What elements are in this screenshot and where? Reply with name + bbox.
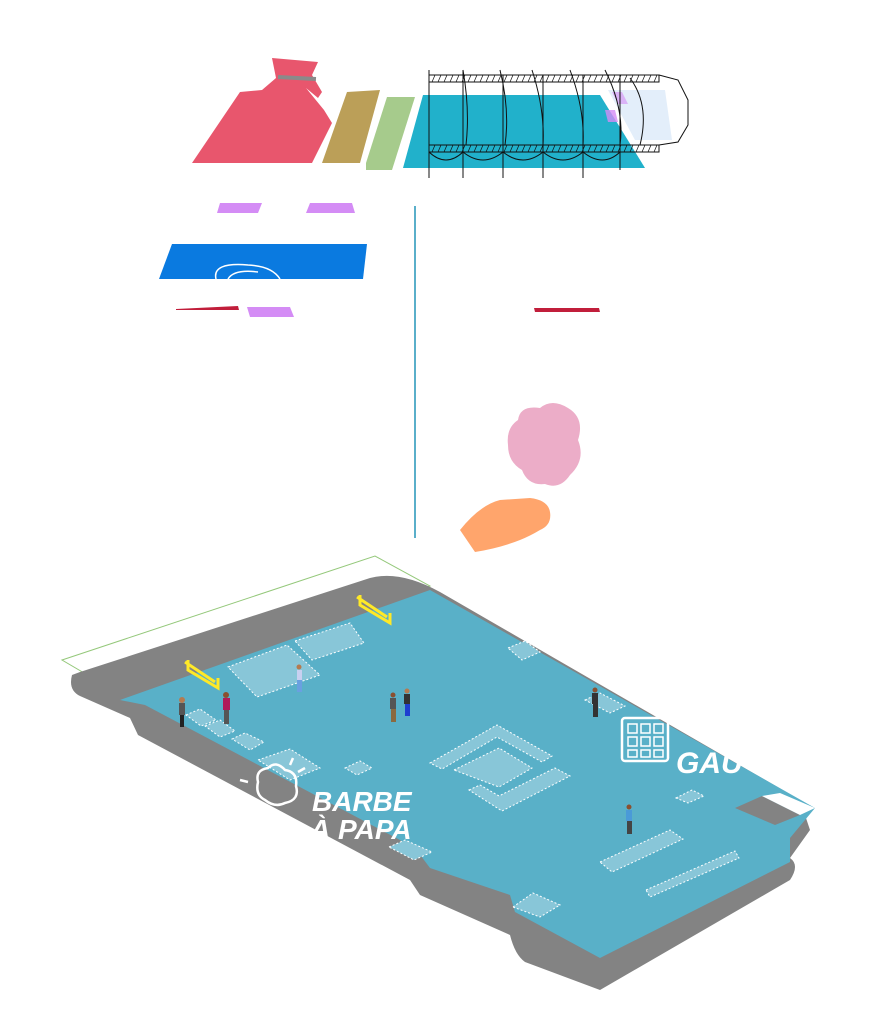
top-diagram [192, 58, 689, 178]
floor-ramp [762, 793, 815, 815]
divider-line [414, 206, 416, 538]
cotton-candy-icon [239, 757, 306, 807]
red-bar [176, 306, 239, 310]
floor-tiles [184, 622, 740, 918]
teal-zone [403, 95, 645, 168]
tile [227, 644, 321, 698]
floor-map: GAU BARBE À PAPA [60, 555, 815, 990]
person [223, 692, 230, 724]
tile [184, 708, 218, 727]
floor-grate [735, 796, 800, 825]
middle-diagram [159, 203, 600, 538]
court-marking [214, 263, 281, 280]
person [404, 688, 410, 716]
pink-zone-band [277, 75, 317, 82]
person [390, 692, 396, 722]
hatched-area [247, 307, 294, 317]
tile [674, 789, 706, 804]
tile [507, 640, 541, 661]
tile [203, 719, 237, 738]
red-bar [534, 308, 600, 312]
hand [460, 498, 551, 552]
tile [511, 892, 562, 918]
tile [599, 829, 685, 873]
stand-label-barbe-a-papa-line2: À PAPA [309, 814, 412, 845]
person [626, 804, 632, 834]
escalators [184, 595, 392, 691]
escalator-icon [184, 660, 220, 691]
tile [294, 622, 365, 661]
hatched-area [217, 203, 262, 213]
rail-ticks [431, 74, 658, 153]
stand-label-gaufres: GAU [676, 747, 744, 780]
cotton-candy [507, 403, 581, 486]
hatched-area [306, 203, 355, 213]
people [179, 664, 632, 834]
tile [343, 760, 374, 776]
cotton-candy-illustration [460, 403, 581, 552]
hatched-area [605, 110, 618, 122]
light-green-zone [366, 97, 415, 170]
person [179, 697, 185, 727]
court-area [159, 244, 367, 279]
stand-label-barbe-a-papa-line1: BARBE [312, 786, 413, 817]
person [296, 664, 302, 692]
waffle-icon [620, 716, 670, 763]
person [592, 687, 598, 717]
escalator-icon [356, 595, 392, 626]
tile [428, 724, 553, 770]
tan-zone [322, 90, 380, 163]
tile [230, 732, 266, 751]
tile [645, 850, 740, 898]
tile [387, 839, 434, 861]
pink-zone [192, 58, 332, 163]
canopy-structure [428, 69, 689, 178]
tile [467, 767, 572, 812]
tile [452, 747, 533, 788]
